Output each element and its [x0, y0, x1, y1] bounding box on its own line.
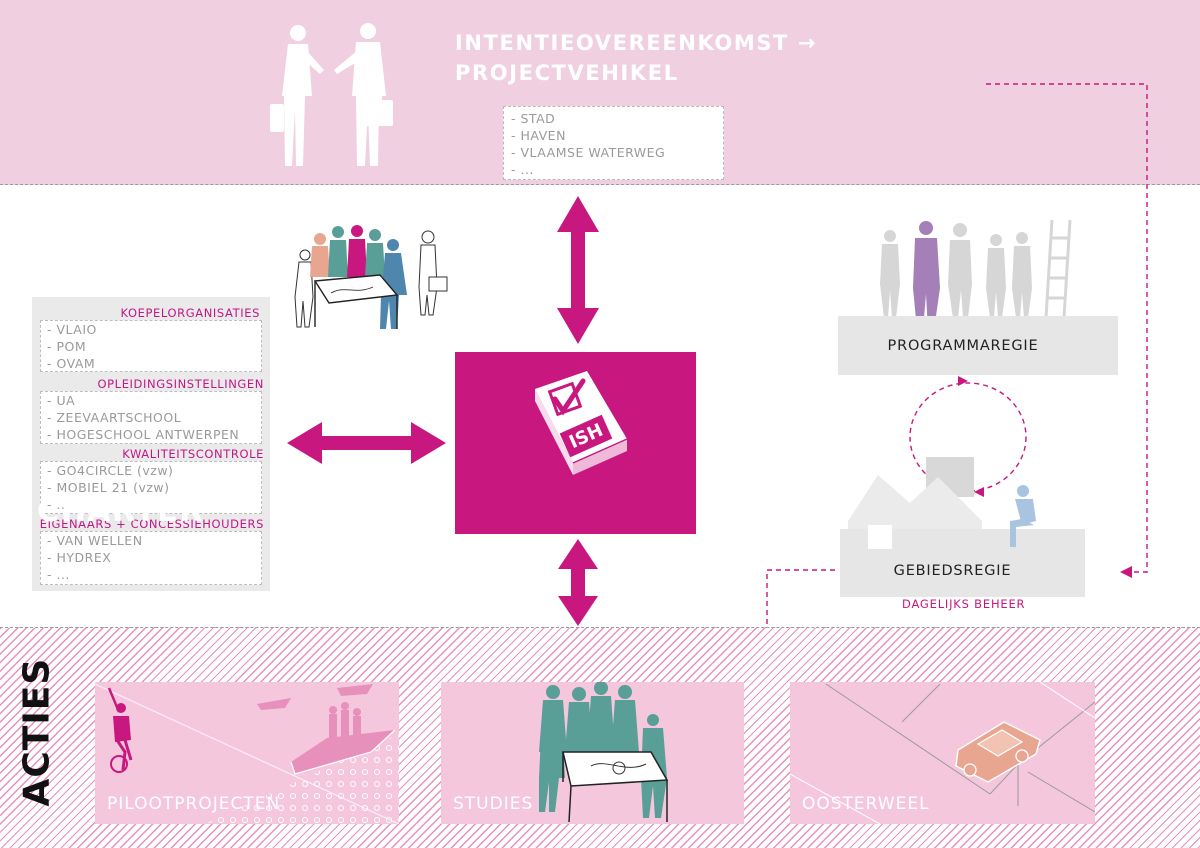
meeting-illustration: [294, 225, 448, 329]
category-koepelorganisaties: KOEPELORGANISATIES: [120, 306, 260, 320]
top-title-line1: INTENTIEOVEREENKOMST →: [455, 31, 818, 55]
partner-list: - STAD - HAVEN - VLAAMSE WATERWEG - ...: [503, 106, 724, 180]
group-opleidingsinstellingen: - UA - ZEEVAARTSCHOOL - HOGESCHOOL ANTWE…: [40, 391, 262, 444]
org-item: - POM: [47, 339, 87, 354]
houses-illustration: [840, 457, 1085, 597]
org-item: - GO4CIRCLE (vzw): [47, 463, 174, 478]
handshake-illustration: [270, 23, 393, 166]
group-kwaliteitscontrole: - GO4CIRCLE (vzw) - MOBIEL 21 (vzw) - ..…: [40, 461, 262, 514]
org-item: - ...: [47, 567, 70, 582]
acties-title: ACTIES: [16, 657, 58, 807]
partner-item: - ...: [511, 162, 534, 177]
group-eigenaars: - VAN WELLEN - HYDREX - ...: [40, 531, 262, 585]
partner-item: - STAD: [511, 111, 556, 126]
partner-item: - VLAAMSE WATERWEG: [511, 145, 666, 160]
arrow-charter-bottom: [558, 539, 598, 626]
org-item: - HOGESCHOOL ANTWERPEN: [47, 427, 240, 442]
studies-illustration: [539, 682, 669, 823]
org-item: - OVAM: [47, 356, 96, 371]
top-title: INTENTIEOVEREENKOMST → PROJECTVEHIKEL: [455, 28, 817, 88]
charter-book-icon: ISH: [535, 371, 628, 475]
category-eigenaars: EIGENAARS + CONCESSIEHOUDERS: [39, 517, 264, 531]
top-title-line2: PROJECTVEHIKEL: [455, 61, 679, 85]
cycle-arrows-icon: [909, 376, 1027, 497]
gebiedsregie-label: GEBIEDSREGIE: [893, 563, 1012, 579]
group-koepelorganisaties: - VLAIO - POM - OVAM: [40, 320, 262, 372]
panel-label-pilootprojecten: PILOOTPROJECTEN: [107, 794, 281, 814]
team-ladder-illustration: [880, 219, 1072, 330]
org-item: - ...: [47, 497, 70, 512]
partner-item: - HAVEN: [511, 128, 566, 143]
dagelijks-beheer-label: DAGELIJKS BEHEER: [902, 597, 1026, 611]
panel-studies[interactable]: STUDIES: [441, 682, 744, 824]
dashed-connector-right: [986, 83, 1148, 578]
pilot-projects-illustration: [95, 683, 399, 824]
panel-label-oosterweel: OOSTERWEEL: [802, 794, 930, 814]
arrow-charter-top: [557, 196, 599, 344]
panel-pilootprojecten[interactable]: PILOOTPROJECTEN: [95, 682, 399, 824]
programmaregie-label: PROGRAMMAREGIE: [887, 338, 1039, 354]
programmaregie-box: [838, 316, 1118, 375]
category-kwaliteitscontrole: KWALITEITSCONTROLE: [122, 447, 264, 461]
panel-label-studies: STUDIES: [453, 794, 534, 814]
org-item: - MOBIEL 21 (vzw): [47, 480, 170, 495]
org-item: - VAN WELLEN: [47, 533, 143, 548]
org-item: - UA: [47, 393, 76, 408]
oosterweel-illustration: [790, 682, 1095, 824]
org-item: - HYDREX: [47, 550, 112, 565]
panel-oosterweel[interactable]: OOSTERWEEL: [790, 682, 1095, 824]
org-item: - VLAIO: [47, 322, 97, 337]
charter-label: CHARTER: [37, 494, 204, 529]
arrow-charter-left: [287, 422, 446, 464]
org-item: - ZEEVAARTSCHOOL: [47, 410, 182, 425]
category-opleidingsinstellingen: OPLEIDINGSINSTELLINGEN: [97, 377, 264, 391]
